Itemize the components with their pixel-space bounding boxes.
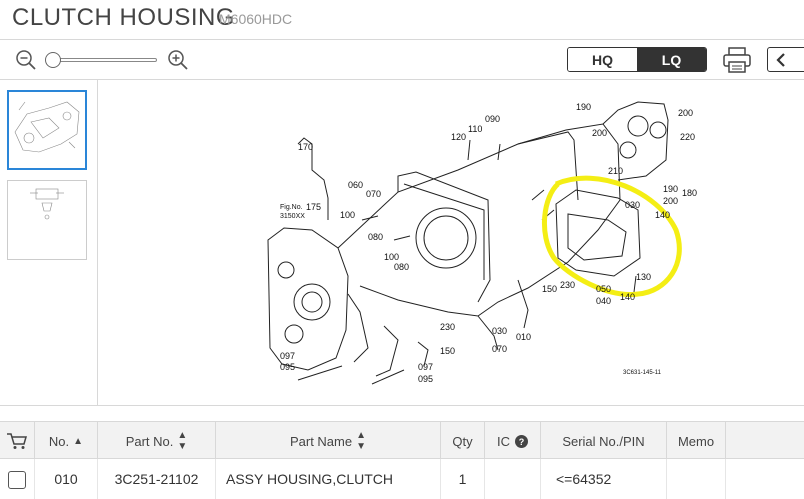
row-memo[interactable] [667,459,726,499]
callout-label[interactable]: 097 [280,351,295,361]
callout-label[interactable]: 030 [492,326,507,336]
callout-label[interactable]: 100 [384,252,399,262]
column-serial-label: Serial No./PIN [562,433,645,449]
callout-label[interactable]: 095 [280,362,295,372]
hq-button[interactable]: HQ [568,48,637,71]
callout-label[interactable]: 080 [368,232,383,242]
zoom-slider[interactable] [45,52,157,68]
callout-label[interactable]: 130 [636,272,651,282]
sort-icon: ▲▼ [356,430,367,452]
column-no-label: No. [48,433,70,449]
row-select-cell [0,459,35,499]
viewer-toolbar: HQ LQ [0,40,804,80]
sort-icon: ▲▼ [177,430,188,452]
callout-label[interactable]: 210 [608,166,623,176]
callout-label[interactable]: 070 [492,344,507,354]
column-part-name[interactable]: Part Name▲▼ [216,422,441,460]
thumbnail-list [0,80,98,406]
zoom-out-icon[interactable] [15,49,37,71]
svg-text:?: ? [519,437,525,447]
callout-label[interactable]: 095 [418,374,433,384]
callout-label[interactable]: 230 [560,280,575,290]
callout-label[interactable]: 150 [542,284,557,294]
column-no[interactable]: No.▲ [35,422,98,460]
row-no: 010 [35,459,98,499]
highlight-oval [541,175,682,297]
row-serial: <=64352 [541,459,667,499]
diagram-callouts: 190 200 200 220 090 110 120 170 210 190 … [280,102,697,384]
callout-label[interactable]: 230 [440,322,455,332]
parts-diagram-viewer[interactable]: 190 200 200 220 090 110 120 170 210 190 … [98,80,804,406]
callout-label[interactable]: 190 [663,184,678,194]
fig-label: Fig.No. [280,204,303,211]
callout-label[interactable]: 100 [340,210,355,220]
column-ic: IC ? [485,422,541,460]
callout-label[interactable]: 150 [440,346,455,356]
row-checkbox[interactable] [8,471,26,489]
row-part-no[interactable]: 3C251-21102 [98,459,216,499]
callout-label[interactable]: 200 [678,108,693,118]
callout-label[interactable]: 090 [485,114,500,124]
zoom-slider-handle[interactable] [45,52,61,68]
column-serial: Serial No./PIN [541,422,667,460]
print-icon[interactable] [722,47,752,73]
cart-column-header [0,422,35,460]
callout-label[interactable]: 010 [516,332,531,342]
column-ic-label: IC [497,433,510,449]
callout-label[interactable]: 050 [596,284,611,294]
sort-asc-icon: ▲ [73,435,84,447]
row-ic [485,459,541,499]
callout-label[interactable]: 200 [592,128,607,138]
chevron-left-icon [776,53,785,67]
housing-drawing [267,101,669,385]
callout-label[interactable]: 070 [366,189,381,199]
callout-label[interactable]: 030 [625,200,640,210]
parts-diagram[interactable]: 190 200 200 220 090 110 120 170 210 190 … [98,80,804,406]
fig-number: 3150XX [280,213,305,220]
column-qty: Qty [441,422,485,460]
callout-label[interactable]: 140 [655,210,670,220]
callout-label[interactable]: 190 [576,102,591,112]
diagram-area: 190 200 200 220 090 110 120 170 210 190 … [0,80,804,406]
parts-table: No.▲ Part No.▲▼ Part Name▲▼ Qty IC ? Ser… [0,421,804,499]
callout-label[interactable]: 220 [680,132,695,142]
callout-label[interactable]: 040 [596,296,611,306]
callout-label[interactable]: 175 [306,202,321,212]
zoom-slider-track [49,58,157,62]
callout-label[interactable]: 200 [663,196,678,206]
help-icon[interactable]: ? [515,434,528,448]
back-button[interactable] [767,47,804,72]
callout-label[interactable]: 097 [418,362,433,372]
zoom-in-icon[interactable] [167,49,189,71]
callout-label[interactable]: 180 [682,188,697,198]
table-row[interactable]: 010 3C251-21102 ASSY HOUSING,CLUTCH 1 <=… [0,459,804,499]
column-qty-label: Qty [452,433,473,449]
callout-label[interactable]: 120 [451,132,466,142]
thumbnail-page-2[interactable] [7,180,87,260]
lq-button[interactable]: LQ [637,48,706,71]
drawing-code: 3C631-145-11 [623,370,662,376]
row-part-name: ASSY HOUSING,CLUTCH [216,459,441,499]
column-memo-label: Memo [677,433,715,449]
thumbnail-page-1[interactable] [7,90,87,170]
column-part-no[interactable]: Part No.▲▼ [98,422,216,460]
table-header: No.▲ Part No.▲▼ Part Name▲▼ Qty IC ? Ser… [0,421,804,460]
column-memo: Memo [667,422,726,460]
callout-label[interactable]: 140 [620,292,635,302]
callout-label[interactable]: 110 [468,124,482,134]
row-qty: 1 [441,459,485,499]
cart-icon[interactable] [6,432,28,450]
callout-label[interactable]: 170 [298,142,313,152]
page-title: CLUTCH HOUSING [12,4,236,31]
callout-label[interactable]: 060 [348,180,363,190]
callout-label[interactable]: 080 [394,262,409,272]
page-header: CLUTCH HOUSING M6060HDC [0,0,804,40]
column-part-name-label: Part Name [289,433,353,449]
column-part-no-label: Part No. [125,433,174,449]
model-name: M6060HDC [219,11,293,27]
image-quality-toggle: HQ LQ [567,47,707,72]
